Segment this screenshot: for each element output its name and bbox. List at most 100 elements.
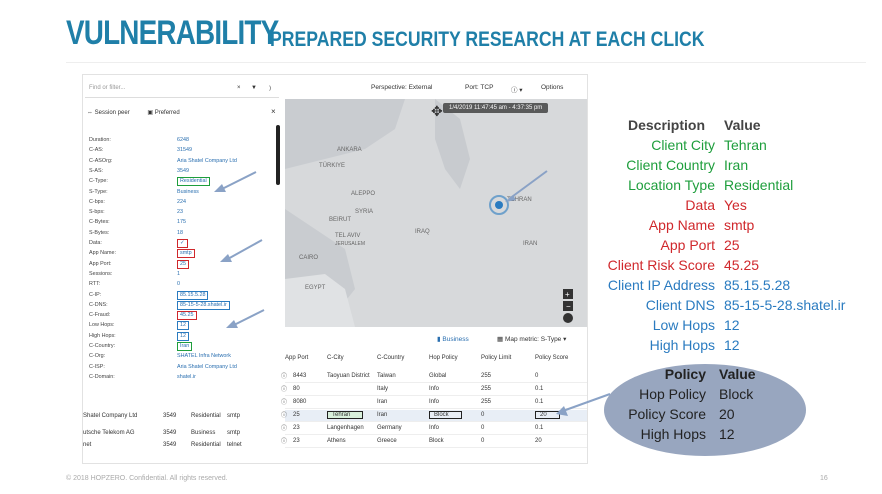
description-header-label: Description — [628, 117, 706, 133]
policy-value: Value — [719, 366, 756, 382]
table-cell: 8443 — [293, 373, 307, 379]
detail-value: 224 — [177, 198, 186, 205]
left-table-cell: 3549 — [163, 413, 177, 419]
table-cell: Iran — [377, 399, 388, 405]
detail-value: 12 — [177, 321, 189, 331]
table-header-cell[interactable]: Policy Limit — [481, 355, 512, 361]
table-cell: Athens — [327, 438, 346, 444]
detail-key: S-Type: — [89, 188, 108, 195]
detail-key: C-ASOrg: — [89, 157, 113, 164]
map-view[interactable]: ANKARA TÜRKIYE ALEPPO SYRIA BEIRUT TEL A… — [285, 99, 587, 327]
description-value: smtp — [724, 217, 755, 233]
row-info-icon[interactable]: ⓘ — [281, 439, 288, 445]
table-cell: Italy — [377, 386, 389, 392]
detail-key: S-bps: — [89, 209, 105, 216]
map-metric-dropdown[interactable]: ▦ Map metric: S-Type ▾ — [497, 336, 567, 343]
detail-key: C-Bytes: — [89, 219, 110, 226]
filter-icon[interactable]: ▼ — [251, 85, 257, 91]
table-header-cell[interactable]: Policy Score — [535, 355, 569, 361]
page-number: 16 — [820, 475, 828, 482]
detail-value: 85-15-5-28.shatel.ir — [177, 300, 230, 310]
left-table-cell: Business — [191, 429, 216, 436]
table-cell: Info — [429, 425, 440, 431]
table-header-cell[interactable]: C-Country — [377, 355, 405, 361]
title-sub: PREPARED SECURITY RESEARCH AT EACH CLICK — [270, 28, 705, 51]
row-info-icon[interactable]: ⓘ — [281, 400, 288, 406]
close-panel-icon[interactable]: × — [271, 107, 276, 116]
description-value: 25 — [724, 237, 740, 253]
left-table-cell: 3549 — [163, 442, 177, 448]
description-value: Residential — [724, 177, 794, 193]
detail-key: C-ISP: — [89, 363, 105, 370]
detail-value: Aria Shatel Company Ltd — [177, 157, 237, 164]
svg-text:IRAQ: IRAQ — [415, 229, 430, 235]
sessions-table: ▮ Business ▦ Map metric: S-Type ▾ App Po… — [281, 327, 587, 463]
table-cell: Block — [429, 438, 444, 444]
detail-key: C-DNS: — [89, 301, 108, 308]
scrollbar[interactable] — [276, 125, 280, 185]
search-placeholder: Find or filter... — [89, 85, 126, 91]
close-icon[interactable]: × — [237, 85, 241, 91]
detail-key: C-Type: — [89, 178, 108, 185]
table-header-cell[interactable]: App Port — [285, 355, 309, 361]
search-input[interactable]: Find or filter... ▼ × ⟩ — [85, 81, 279, 98]
description-label: High Hops — [649, 337, 715, 353]
perspective-dropdown[interactable]: Perspective: External — [371, 84, 433, 91]
business-tab[interactable]: ▮ Business — [437, 336, 469, 343]
title-main: VULNERABILITY — [66, 14, 279, 52]
table-cell: 80 — [293, 386, 300, 392]
table-header-cell[interactable]: Hop Policy — [429, 355, 458, 361]
description-value: 45.25 — [724, 257, 760, 273]
detail-key: C-bps: — [89, 198, 105, 205]
table-cell: 0.1 — [535, 386, 544, 392]
session-peer-button[interactable]: ⇔ Session peer — [87, 110, 130, 116]
description-label: Client IP Address — [607, 277, 715, 293]
table-cell: 20 — [535, 438, 542, 444]
table-header-cell[interactable]: C-City — [327, 355, 344, 361]
policy-label: High Hops — [640, 426, 706, 442]
detail-key: Data: — [89, 240, 102, 246]
table-cell: 0.1 — [535, 399, 544, 405]
table-cell: Tehran — [327, 411, 364, 419]
detail-key: Sessions: — [89, 270, 113, 277]
table-cell: 0 — [481, 425, 485, 431]
policy-value: Block — [719, 386, 754, 402]
detail-value: SHATEL Infra Network — [177, 353, 231, 360]
row-divider — [285, 408, 587, 409]
detail-value: Business — [177, 188, 199, 195]
row-info-icon[interactable]: ⓘ — [281, 413, 288, 419]
svg-text:JERUSALEM: JERUSALEM — [335, 241, 365, 247]
policy-ellipse — [604, 364, 806, 456]
detail-value: 0 — [177, 281, 180, 288]
description-value: 85-15-5-28.shatel.ir — [724, 297, 846, 313]
table-cell: Germany — [377, 425, 402, 431]
expand-icon[interactable]: ⟩ — [269, 86, 272, 92]
table-cell: 255 — [481, 386, 492, 392]
row-info-icon[interactable]: ⓘ — [281, 387, 288, 393]
table-cell: 25 — [293, 412, 300, 418]
port-dropdown[interactable]: Port: TCP — [465, 84, 494, 91]
left-table-cell: smtp — [227, 413, 241, 419]
detail-value: smtp — [177, 249, 195, 259]
left-table-cell: smtp — [227, 429, 241, 436]
row-info-icon[interactable]: ⓘ — [281, 374, 288, 380]
detail-key: C-Fraud: — [89, 312, 111, 319]
left-table-cell: 3549 — [163, 429, 177, 436]
detail-value: 12 — [177, 331, 189, 341]
detail-value: Residential — [177, 177, 210, 187]
detail-value: 45.25 — [177, 311, 197, 321]
row-info-icon[interactable]: ⓘ — [281, 426, 288, 432]
description-label: Client City — [651, 137, 715, 153]
detail-key: Duration: — [89, 137, 111, 143]
detail-key: App Port: — [89, 260, 112, 267]
info-icon[interactable]: ⓘ ▾ — [511, 87, 523, 94]
options-dropdown[interactable]: Options — [541, 84, 564, 91]
preferred-button[interactable]: ▣ Preferred — [147, 110, 180, 116]
table-cell: 255 — [481, 399, 492, 405]
